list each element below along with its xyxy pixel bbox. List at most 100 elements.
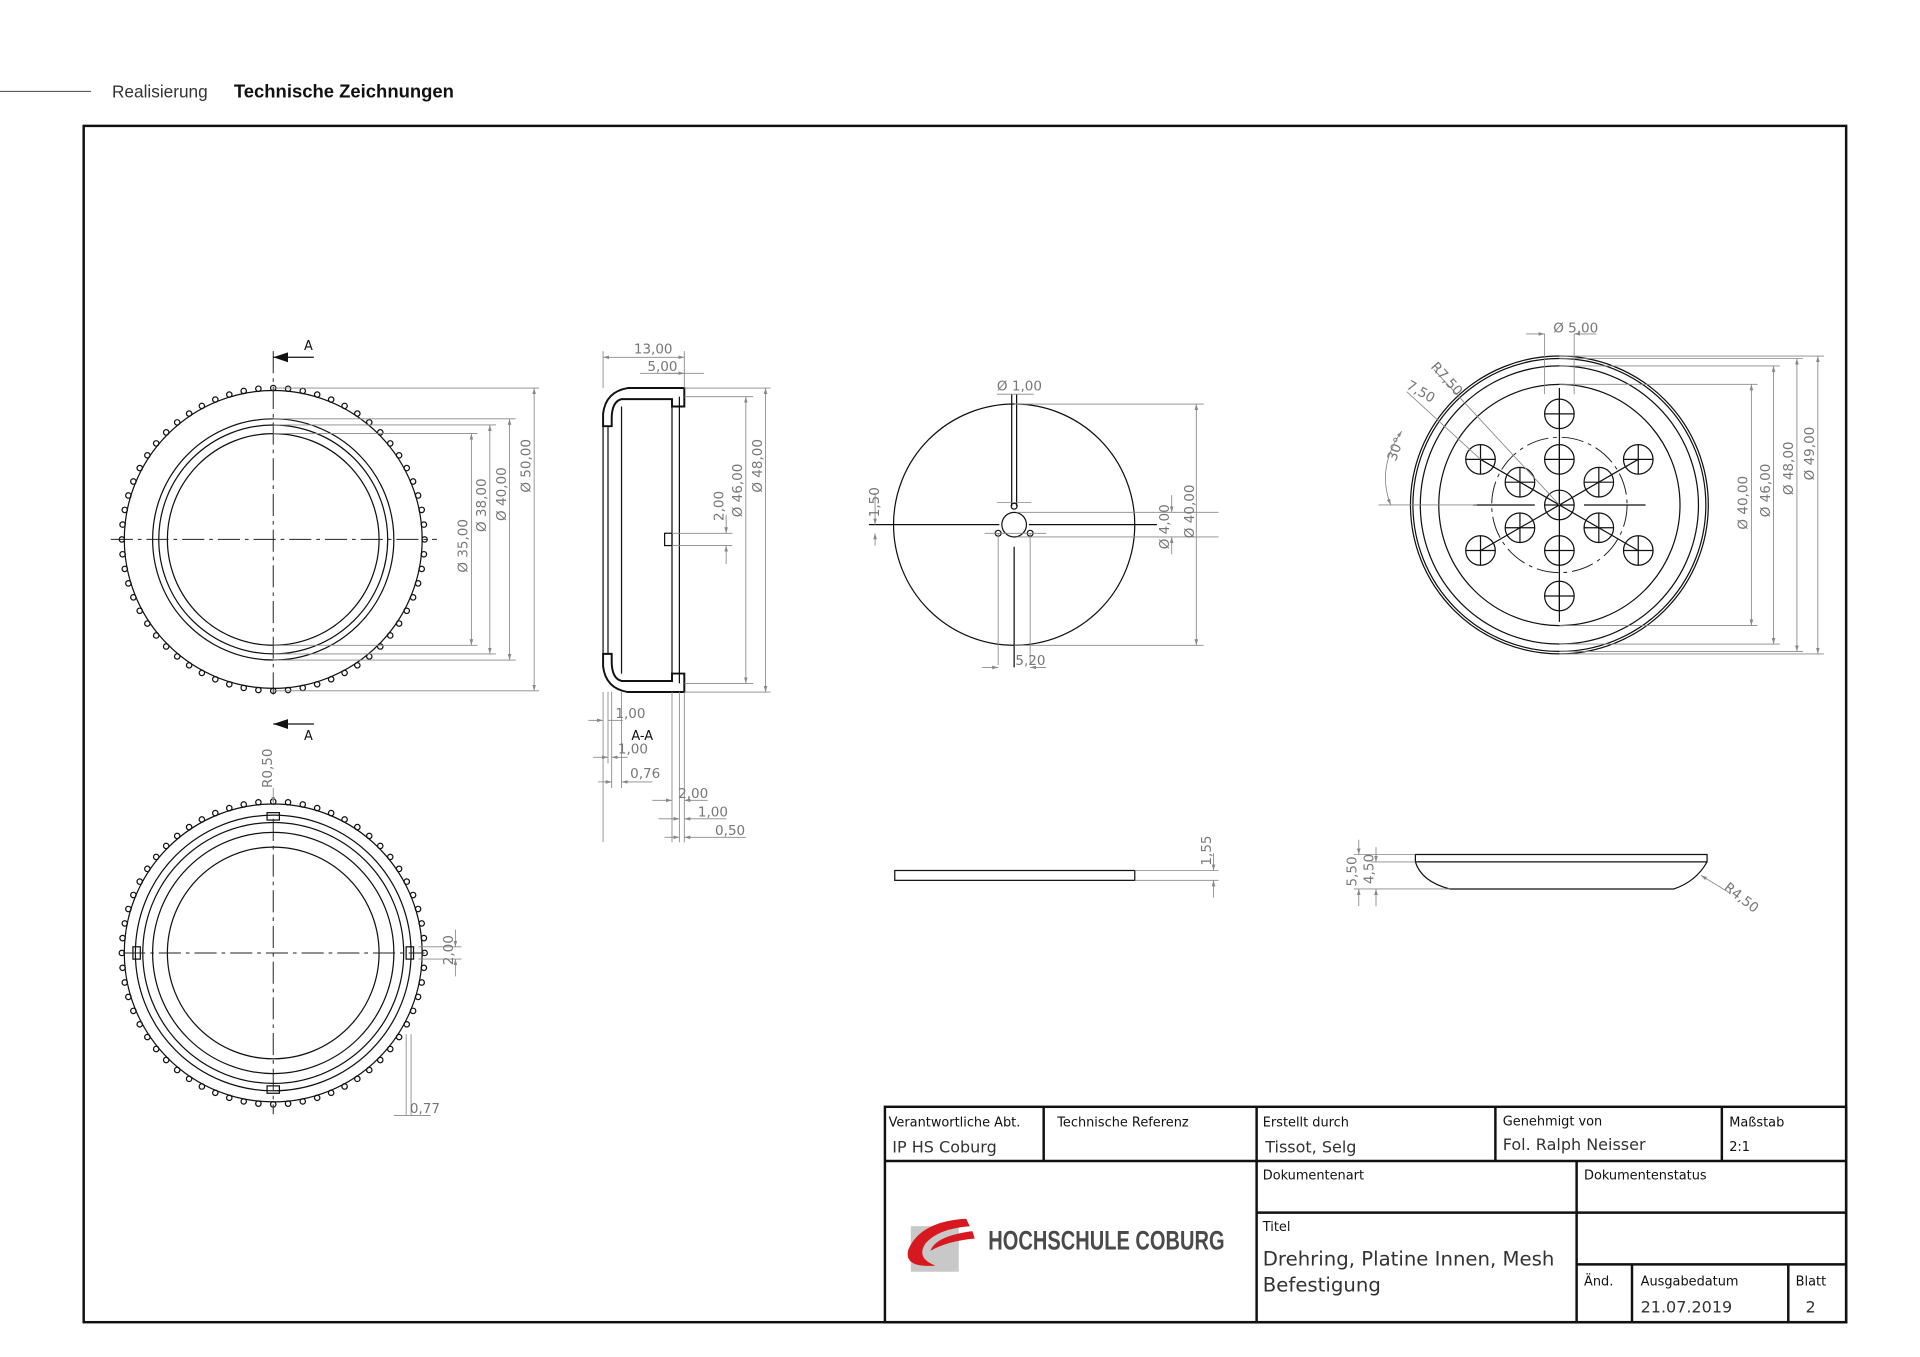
knurl-bump: [313, 680, 321, 688]
dim-h550: 5,50: [1344, 856, 1360, 886]
knurl-bump: [395, 620, 403, 627]
dim-h200: 2,00: [712, 491, 728, 521]
knurl-bump: [395, 865, 403, 873]
knurl-bump: [365, 653, 373, 660]
knurl-bump: [173, 419, 181, 426]
knurl-bump: [144, 451, 151, 459]
knurl-bump: [185, 410, 193, 417]
dim-r450: R4,50: [1721, 880, 1762, 917]
dim-d200: 2,00: [678, 786, 708, 802]
logo-text: HOCHSCHULE COBURG: [988, 1225, 1224, 1256]
dim-d38: Ø 38,00: [474, 478, 490, 532]
dim-l1300: 13,00: [634, 342, 673, 358]
knurl-bump: [125, 492, 132, 499]
knurl-bump: [341, 816, 348, 823]
knurl-bump: [376, 643, 384, 650]
knurl-bump: [198, 669, 206, 677]
knurl-bump: [341, 669, 348, 677]
dim-mesh-d48: Ø 48,00: [1781, 441, 1797, 495]
knurl-bump: [119, 521, 126, 528]
knurl-bump: [376, 429, 384, 436]
knurl-bump: [414, 993, 422, 1001]
knurl-bump: [341, 1083, 348, 1090]
knurl-bump: [185, 823, 193, 831]
knurl-bump: [403, 1021, 411, 1028]
approved-label: Genehmigt von: [1503, 1114, 1602, 1129]
knurl-bump: [365, 419, 373, 426]
scale-value: 2:1: [1729, 1140, 1750, 1155]
dim-d4000: Ø 40,00: [1182, 485, 1198, 539]
date-label: Ausgabedatum: [1641, 1274, 1739, 1289]
knurl-bump: [376, 1056, 384, 1064]
dim-d400: Ø 4,00: [1157, 504, 1173, 549]
dept-value: IP HS Coburg: [892, 1137, 996, 1156]
knurl-bump: [125, 993, 132, 1001]
knurl-bump: [420, 521, 428, 528]
revision-label: Änd.: [1584, 1273, 1613, 1289]
knurl-bump: [284, 798, 292, 806]
section-label: A-A: [631, 729, 653, 744]
knurl-bump: [284, 385, 292, 393]
section-a-a-view: 13,00 5,00 Ø 46,00 Ø 48,00 2,00 1,00 A-A…: [588, 342, 771, 843]
dim-mesh-d40: Ø 40,00: [1736, 476, 1752, 530]
breadcrumb-section: Realisierung: [112, 82, 208, 102]
dim-d500: Ø 5,00: [1553, 321, 1598, 337]
knurl-bump: [136, 607, 144, 615]
dim-d100: Ø 1,00: [997, 379, 1042, 395]
dim-mesh-d46: Ø 46,00: [1758, 464, 1774, 518]
dim-a30: 30°: [1384, 435, 1407, 463]
knurl-bump: [130, 1007, 137, 1015]
knurl-bump: [121, 920, 129, 927]
sheet-label: Blatt: [1796, 1274, 1826, 1289]
knurl-bump: [403, 464, 411, 472]
knurl-bump: [198, 816, 206, 823]
dim-w520: 5,20: [1015, 653, 1045, 669]
knurl-bump: [121, 979, 129, 986]
author-label: Erstellt durch: [1263, 1116, 1349, 1131]
knurl-bump: [365, 832, 373, 840]
knurl-bump: [225, 804, 233, 812]
docstatus-label: Dokumentenstatus: [1584, 1168, 1707, 1183]
dim-d48: Ø 48,00: [750, 439, 766, 493]
knurl-bump: [284, 686, 292, 694]
knurl-bump: [225, 680, 233, 688]
title-block: Verantwortliche Abt. IP HS Coburg Techni…: [883, 1105, 1848, 1324]
knurl-bump: [255, 686, 262, 694]
title-line2: Befestigung: [1263, 1273, 1381, 1296]
knurl-bump: [395, 451, 403, 459]
knurl-bump: [211, 809, 219, 817]
knurl-bump: [420, 934, 428, 942]
knurl-bump: [420, 964, 428, 972]
knurl-bump: [395, 1033, 403, 1041]
knurl-bump: [130, 891, 137, 899]
ref-label: Technische Referenz: [1056, 1116, 1189, 1131]
scale-label: Maßstab: [1729, 1116, 1784, 1131]
knurl-bump: [327, 675, 335, 683]
knurl-bump: [185, 661, 193, 669]
sheet-value: 2: [1806, 1297, 1816, 1316]
dim-a100: 1,00: [615, 706, 645, 722]
knurl-bump: [225, 1094, 233, 1102]
knurl-bump: [386, 1045, 394, 1053]
platine-side-view: 1,55: [894, 835, 1219, 898]
knurl-bump: [152, 853, 160, 861]
knurl-bump: [121, 565, 129, 573]
section-marker-bottom: A: [304, 729, 313, 744]
dim-l750: 7,50: [1404, 378, 1438, 407]
knurl-bump: [313, 804, 321, 812]
knurl-bump: [409, 1007, 417, 1015]
knurl-bump: [386, 440, 394, 447]
knurl-bump: [299, 801, 307, 808]
knurl-bump: [403, 607, 411, 615]
dim-d40: Ø 40,00: [494, 467, 510, 521]
dim-c076: 0,76: [630, 766, 660, 782]
knurl-bump: [144, 620, 151, 627]
knurl-bump: [354, 1075, 361, 1083]
dim-l500: 5,00: [647, 359, 677, 375]
knurl-bump: [354, 823, 361, 831]
knurl-bump: [409, 594, 417, 601]
knurl-bump: [162, 643, 170, 650]
knurl-bump: [327, 809, 335, 817]
knurl-bump: [354, 410, 361, 417]
